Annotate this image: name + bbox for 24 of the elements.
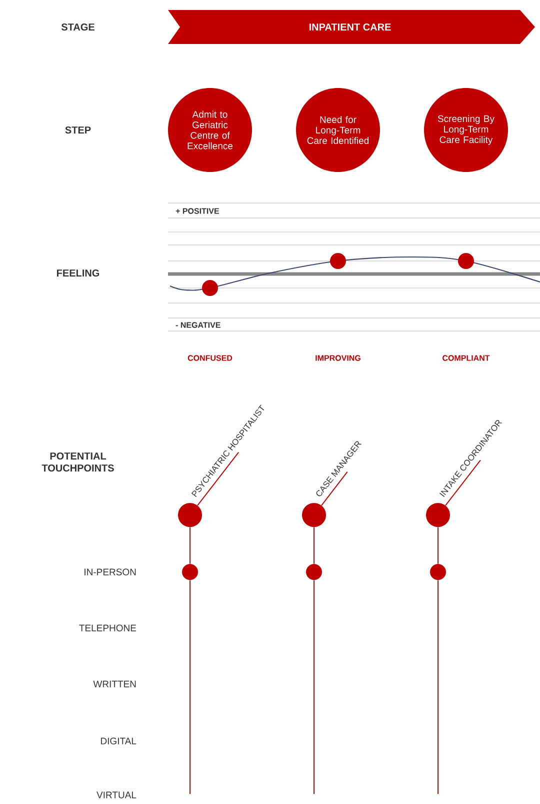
touchpoint-dot — [178, 503, 202, 527]
step-label: STEP — [65, 126, 91, 134]
channel-label: IN-PERSON — [84, 568, 136, 576]
leader-line — [445, 460, 481, 506]
scale-label: + POSITIVE — [176, 208, 219, 214]
stage-banner: INPATIENT CARE — [168, 10, 535, 44]
touchpoint-dot — [426, 503, 450, 527]
channel-dot — [182, 564, 198, 580]
touchpoints-label: POTENTIAL TOUCHPOINTS — [42, 452, 114, 472]
stage-label: STAGE — [61, 23, 94, 31]
channel-dot — [430, 564, 446, 580]
channel-dot — [306, 564, 322, 580]
channel-label: WRITTEN — [93, 680, 136, 688]
channel-label: TELEPHONE — [79, 624, 136, 632]
channel-label: VIRTUAL — [96, 792, 136, 798]
feeling-word: COMPLIANT — [442, 355, 490, 361]
channel-label: DIGITAL — [101, 738, 136, 744]
scale-label: - NEGATIVE — [176, 322, 220, 328]
leader-line — [321, 471, 348, 506]
feeling-word: IMPROVING — [316, 355, 360, 361]
leader-line — [197, 452, 240, 506]
feeling-word: CONFUSED — [188, 355, 232, 361]
touchpoint-dot — [302, 503, 326, 527]
feeling-label: FEELING — [57, 269, 100, 277]
